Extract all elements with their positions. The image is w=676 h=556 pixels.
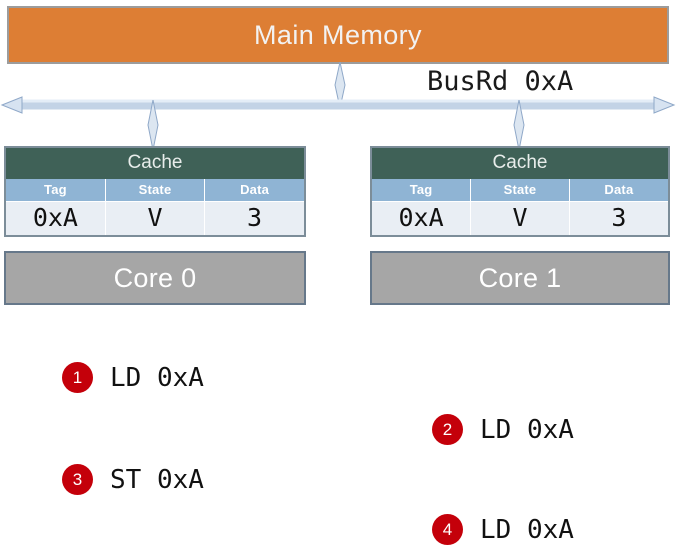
column-header-state: State xyxy=(105,178,206,202)
instruction-step-3: 3 ST 0xA xyxy=(62,464,204,495)
column-header-data: Data xyxy=(204,178,304,202)
core-label-1: Core 1 xyxy=(478,262,562,293)
instruction-step-4: 4 LD 0xA xyxy=(432,514,574,545)
cell-data-0: 3 xyxy=(204,200,304,236)
main-memory-block: Main Memory xyxy=(7,6,669,64)
cache-core-group-0: Cache Tag State Data 0xA V 3 Core 0 xyxy=(4,146,306,306)
system-bus-arrow xyxy=(0,96,676,114)
core-label-0: Core 0 xyxy=(113,262,197,293)
cache-title-0: Cache xyxy=(6,148,304,179)
bus-transaction-label: BusRd 0xA xyxy=(427,66,574,97)
step-badge-1: 1 xyxy=(62,362,93,393)
table-row: 0xA V 3 xyxy=(372,200,668,236)
double-arrow-vertical-icon-left xyxy=(147,100,159,150)
column-header-tag: Tag xyxy=(6,178,106,202)
table-header-row: Tag State Data xyxy=(6,178,304,202)
step-badge-4: 4 xyxy=(432,514,463,545)
cache-table-1: Tag State Data 0xA V 3 xyxy=(372,178,668,236)
instruction-step-1: 1 LD 0xA xyxy=(62,362,204,393)
instruction-text-4: LD 0xA xyxy=(480,514,574,545)
cache-block-0: Cache Tag State Data 0xA V 3 xyxy=(4,146,306,238)
cache-core-group-1: Cache Tag State Data 0xA V 3 Core 1 xyxy=(370,146,670,306)
cell-data-1: 3 xyxy=(569,200,668,236)
cell-state-1: V xyxy=(470,200,570,236)
step-badge-3: 3 xyxy=(62,464,93,495)
main-memory-label: Main Memory xyxy=(254,19,422,50)
core-block-0: Core 0 xyxy=(4,251,306,306)
step-badge-2: 2 xyxy=(432,414,463,445)
cell-state-0: V xyxy=(105,200,206,236)
table-header-row: Tag State Data xyxy=(372,178,668,202)
instruction-text-2: LD 0xA xyxy=(480,414,574,445)
instruction-step-2: 2 LD 0xA xyxy=(432,414,574,445)
cache-title-1: Cache xyxy=(372,148,668,179)
instruction-text-1: LD 0xA xyxy=(110,362,204,393)
table-row: 0xA V 3 xyxy=(6,200,304,236)
column-header-tag: Tag xyxy=(372,178,472,202)
column-header-data: Data xyxy=(569,178,668,202)
cell-tag-0: 0xA xyxy=(6,200,106,236)
cache-table-0: Tag State Data 0xA V 3 xyxy=(6,178,304,236)
column-header-state: State xyxy=(470,178,570,202)
double-arrow-vertical-icon-right xyxy=(513,100,525,150)
cache-block-1: Cache Tag State Data 0xA V 3 xyxy=(370,146,670,238)
core-block-1: Core 1 xyxy=(370,251,670,306)
cell-tag-1: 0xA xyxy=(372,200,472,236)
instruction-text-3: ST 0xA xyxy=(110,464,204,495)
double-arrow-vertical-icon xyxy=(334,62,346,108)
